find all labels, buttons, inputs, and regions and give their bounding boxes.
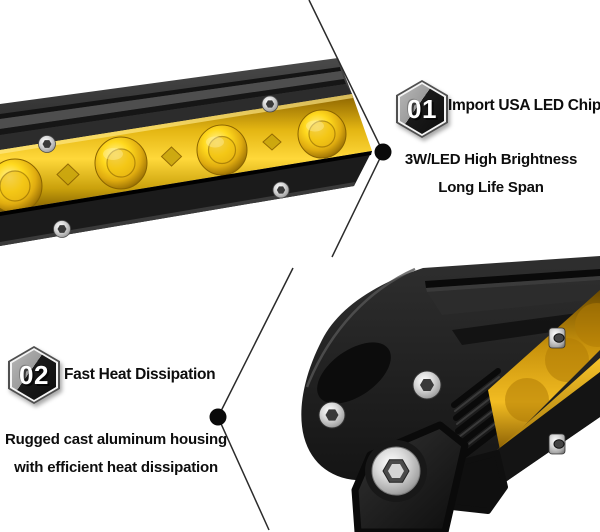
hex-screw-icon [53,220,71,238]
led-dome [297,109,347,159]
side-screw-icon [548,327,566,349]
feature-02-number: 02 [19,359,49,390]
hex-screw-icon [318,401,346,429]
lens-domes [505,303,600,422]
led-bar-photo [0,58,372,246]
side-screw-icon [548,433,566,455]
amber-lens-strip [488,290,600,483]
hex-screw-icon [412,370,442,400]
feature-01-detail-line: 3W/LED High Brightness [404,151,578,168]
feature-01-number: 01 [407,93,437,124]
feature-02-detail-line: Rugged cast aluminum housing [5,431,227,448]
led-dome [196,124,248,176]
end-cap-recess [317,342,391,404]
hex-screw-icon [38,135,56,153]
feature-02-badge: 02 [8,346,60,404]
hex-socket-bolt-icon [365,440,427,502]
callout-dot-02 [209,408,227,426]
feature-02-detail-line: with efficient heat dissipation [14,459,218,476]
hex-screw-icon [272,181,290,199]
callout-line-02 [217,267,294,531]
feature-02-title: Fast Heat Dissipation [64,366,216,383]
feature-01-title: Import USA LED Chip [448,97,600,114]
led-dome [94,136,148,190]
hex-screw-icon [261,95,279,113]
lower-rail [497,372,600,483]
feature-02-details: Rugged cast aluminum housing with effici… [0,426,232,482]
led-bar-end-photo [301,256,600,532]
feature-01-badge: 01 [396,80,448,138]
end-cap-rim [305,267,416,388]
feature-01-details: 3W/LED High Brightness Long Life Span [383,146,599,202]
housing-screws [38,95,290,238]
lens-facets [56,133,282,186]
light-bar-bottom-rail [0,151,372,246]
feature-01-detail-line: Long Life Span [438,179,544,196]
